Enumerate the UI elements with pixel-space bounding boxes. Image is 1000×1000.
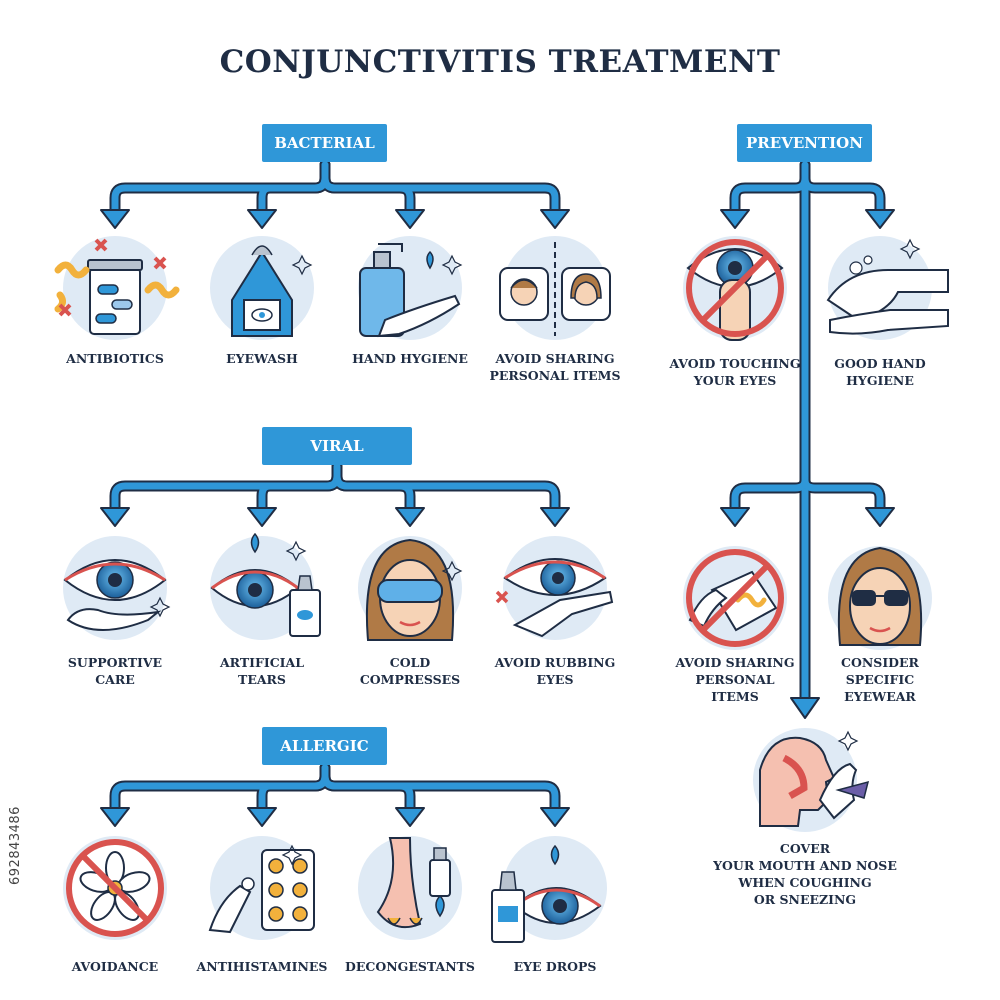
- label-consider-specific-eyewear: CONSIDER SPECIFIC EYEWEAR: [841, 655, 919, 704]
- label-cover-mouth-and-nose: COVER YOUR MOUTH AND NOSE WHEN COUGHING …: [713, 841, 897, 907]
- label-antihistamines: ANTIHISTAMINES: [196, 959, 328, 974]
- no-touch-eye-icon: [683, 236, 787, 341]
- washing-hands-icon: [826, 236, 949, 340]
- rubbing-eye-icon: [495, 536, 614, 640]
- separate-pillows-icon: [499, 236, 611, 340]
- arrowheads: [100, 209, 895, 827]
- category-prevention: PREVENTION: [737, 124, 872, 162]
- eye-drop-bottle-icon: [210, 532, 321, 640]
- eye-mask-icon: [358, 536, 463, 641]
- eye-drops-icon: [491, 836, 607, 943]
- soap-dispenser-icon: [358, 236, 463, 340]
- label-avoid-touching-your-eyes: AVOID TOUCHING YOUR EYES: [669, 356, 801, 388]
- connector-arrows-fill: [111, 161, 884, 814]
- label-eye-drops: EYE DROPS: [513, 959, 597, 974]
- label-antibiotics: ANTIBIOTICS: [66, 351, 164, 366]
- category-allergic: ALLERGIC: [262, 727, 387, 765]
- category-viral: VIRAL: [262, 427, 412, 465]
- label-avoid-rubbing-eyes: AVOID RUBBING EYES: [494, 655, 616, 687]
- label-good-hand-hygiene: GOOD HAND HYGIENE: [834, 356, 926, 388]
- label-artificial-tears: ARTIFICIAL TEARS: [219, 655, 305, 687]
- stock-image-id: 692843486: [8, 806, 23, 885]
- no-flower-icon: [63, 836, 167, 940]
- nasal-spray-icon: [358, 836, 462, 940]
- cover-mouth-icon: [753, 728, 870, 832]
- label-hand-hygiene: HAND HYGIENE: [352, 351, 468, 366]
- label-supportive-care: SUPPORTIVE CARE: [67, 655, 163, 687]
- pill-blister-icon: [208, 836, 315, 940]
- pill-bottle-icon: [54, 236, 180, 340]
- label-cold-compresses: COLD COMPRESSES: [359, 655, 461, 687]
- label-avoidance: AVOIDANCE: [71, 959, 159, 974]
- label-avoid-sharing-personal-items-prevention: AVOID SHARING PERSONAL ITEMS: [675, 655, 795, 704]
- label-eyewash: EYEWASH: [226, 351, 298, 366]
- eyewash-bottle-icon: [210, 236, 314, 340]
- eye-in-hand-icon: [63, 536, 171, 640]
- label-avoid-sharing-personal-items: AVOID SHARING PERSONAL ITEMS: [489, 351, 621, 383]
- no-sharing-tissue-icon: [683, 546, 787, 650]
- page-title: CONJUNCTIVITIS TREATMENT: [219, 44, 781, 80]
- sunglasses-face-icon: [828, 546, 932, 650]
- label-decongestants: DECONGESTANTS: [345, 959, 475, 974]
- category-bacterial: BACTERIAL: [262, 124, 387, 162]
